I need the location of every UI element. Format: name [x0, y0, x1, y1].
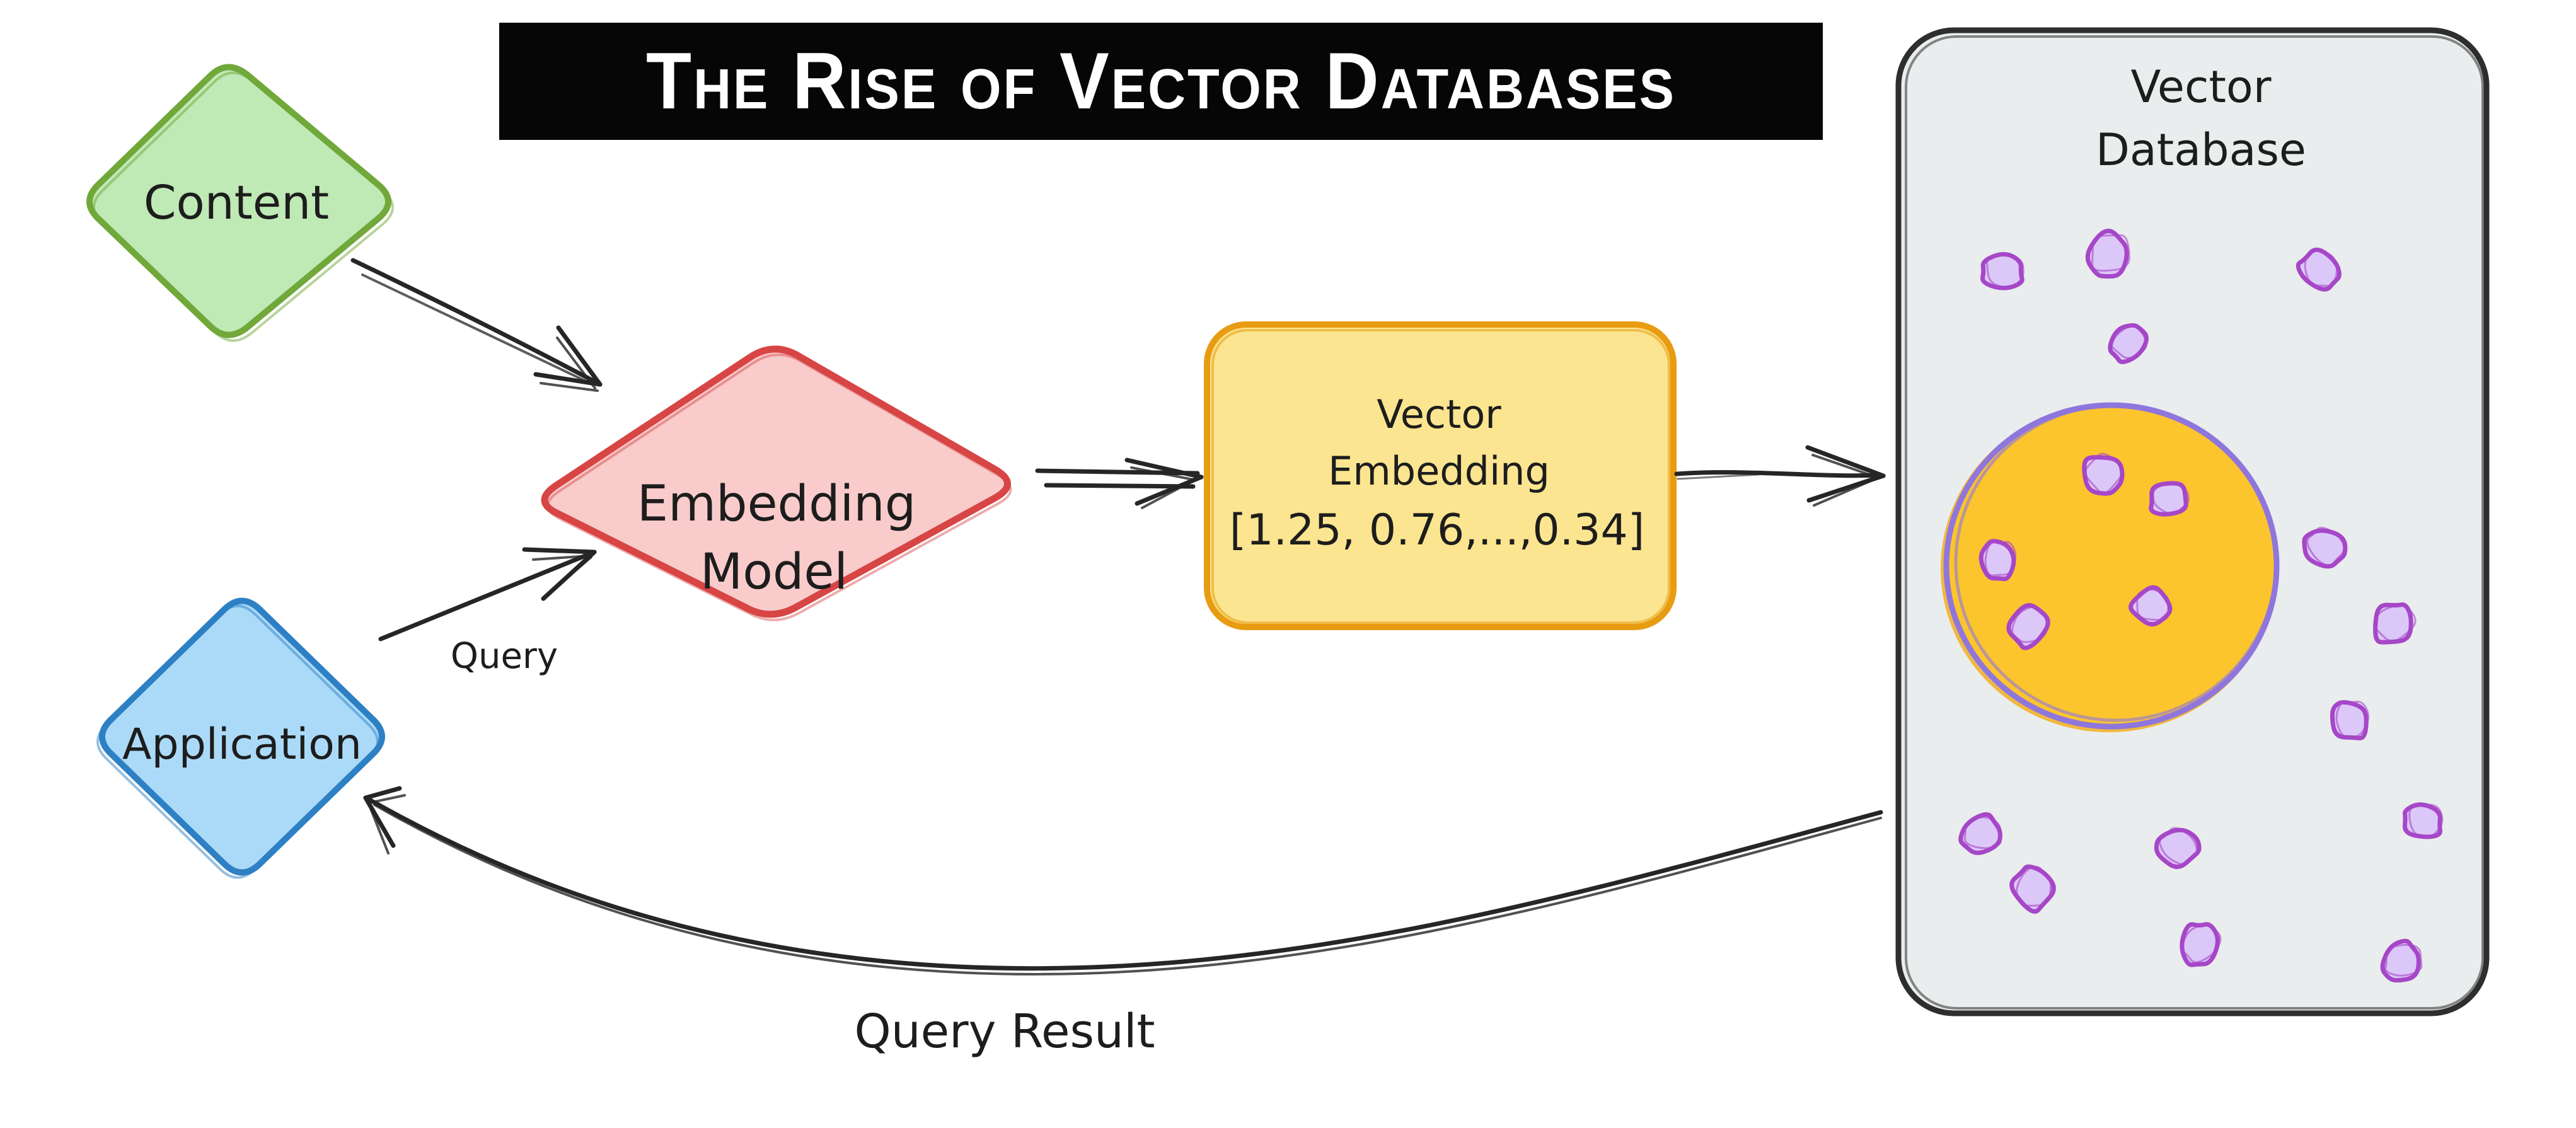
arrowhead-barb-echo [368, 794, 406, 804]
vector-point [2085, 228, 2129, 279]
content-node [86, 64, 394, 342]
arrowhead-barb-echo [1811, 454, 1880, 479]
edges-layer [350, 258, 1886, 975]
vector-point [2082, 455, 2125, 496]
vector-point-sketch-echo [2374, 604, 2417, 642]
vector-point-sketch-echo [2111, 324, 2147, 359]
arrowhead-barb-echo [532, 555, 591, 561]
vector-point-sketch-echo [2016, 866, 2052, 907]
arrowhead-barb [522, 547, 597, 555]
embedding-model-diamond-sketch-echo [546, 354, 1012, 621]
vector-point [2180, 922, 2220, 967]
arrowhead-barb-echo [367, 801, 390, 855]
vector-embedding-label-line2: Embedding [1328, 448, 1550, 494]
vector-point-sketch-echo [2335, 700, 2370, 738]
arrow-shaft [368, 798, 1883, 971]
vector-embedding-box-sketch-echo [1211, 329, 1670, 624]
application-diamond-sketch-echo [96, 604, 379, 879]
arrowhead-barb-echo [546, 556, 592, 596]
arrow-database-to-application [363, 786, 1883, 975]
arrow-content-to-embedding [350, 258, 603, 392]
arrowhead-barb-echo [1130, 466, 1198, 481]
arrow-vector-embedding-to-database [1674, 445, 1886, 507]
vector-point-sketch-echo [2384, 943, 2423, 977]
vector-point-sketch-echo [1986, 253, 2024, 289]
vector-point-sketch-echo [2159, 827, 2198, 866]
vector-embedding-node [1204, 321, 1677, 630]
vector-point-sketch-echo [2408, 803, 2444, 838]
vector-point-sketch-echo [2011, 606, 2048, 643]
arrow-shaft-echo [1677, 473, 1760, 480]
embedding-model-diamond [541, 345, 1011, 618]
cluster-circle-sketch-echo [1954, 403, 2278, 722]
vector-embedding-values: [1.25, 0.76,...,0.34] [1229, 505, 1645, 555]
vector-point [1958, 812, 2002, 855]
arrowhead-barb-echo [556, 337, 596, 389]
vector-point-sketch-echo [2181, 924, 2222, 964]
vector-point [2373, 602, 2413, 645]
application-node [96, 597, 385, 879]
application-label: Application [122, 720, 362, 769]
query-edge-label: Query [450, 636, 558, 677]
embedding-model-label-line1: Embedding [637, 476, 916, 532]
title-banner: The Rise of Vector Databases [499, 23, 1823, 140]
vector-database-label-line1: Vector [2130, 61, 2272, 113]
arrowhead-barb-echo [1813, 476, 1880, 507]
vector-point-sketch-echo [1984, 541, 2016, 577]
vector-point-sketch-echo [2304, 250, 2338, 287]
arrowhead-barb [1124, 458, 1204, 480]
arrowhead-barb [533, 372, 603, 387]
vector-database-label-line2: Database [2095, 124, 2307, 176]
vector-point-sketch-echo [2306, 526, 2345, 567]
arrowhead-barb-echo [540, 382, 599, 392]
arrow-application-to-embedding [378, 547, 597, 642]
arrow-embedding-to-vector-embedding [1035, 458, 1204, 509]
vector-point-sketch-echo [1963, 816, 2002, 849]
arrow-shaft-echo [361, 273, 587, 383]
query-result-edge-label: Query Result [854, 1004, 1155, 1059]
vector-embedding-box [1204, 321, 1677, 630]
arrowhead-barb-echo [1141, 478, 1198, 509]
arrow-shaft [378, 550, 597, 642]
embedding-model-label-line2: Model [700, 544, 848, 601]
arrow-shaft [350, 258, 603, 387]
arrow-shaft-echo [373, 803, 1882, 975]
embedding-model-node [541, 345, 1012, 621]
vector-point-sketch-echo [2091, 234, 2130, 272]
content-label: Content [143, 176, 330, 230]
vector-database-box-sketch-echo [1905, 35, 2484, 1010]
content-diamond-sketch-echo [93, 71, 394, 342]
arrowhead-barb [556, 325, 603, 387]
arrow-shaft [1035, 468, 1200, 476]
arrow-shaft-second [1044, 483, 1196, 489]
vector-point-sketch-echo [2152, 482, 2190, 515]
vector-point-sketch-echo [2136, 588, 2169, 621]
arrow-shaft [1674, 469, 1882, 478]
vector-embedding-label-line1: Vector [1377, 391, 1501, 437]
arrowhead-barb [1805, 445, 1886, 478]
vector-point-sketch-echo [2084, 452, 2123, 495]
vector-points-layer [1958, 228, 2444, 983]
arrowhead-barb [363, 786, 402, 800]
page-title: The Rise of Vector Databases [646, 36, 1676, 127]
